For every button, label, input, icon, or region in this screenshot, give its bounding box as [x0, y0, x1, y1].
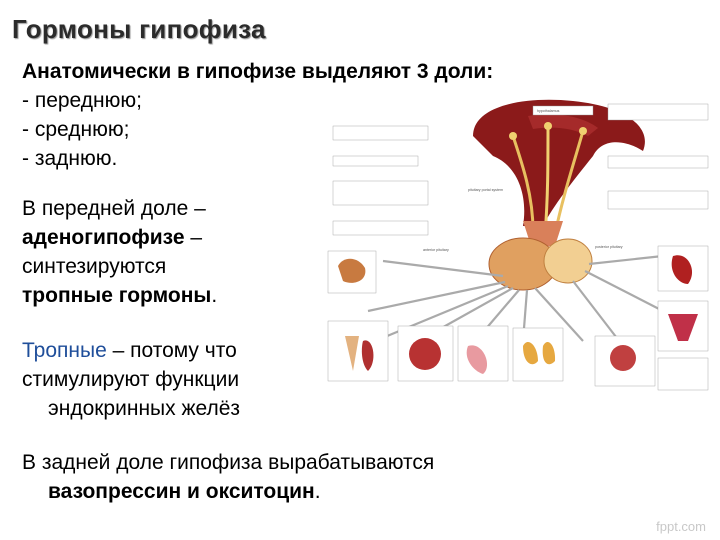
slide-title: Гормоны гипофиза: [12, 14, 266, 44]
watermark: fppt.com: [656, 519, 706, 534]
lobe-anterior: - переднюю;: [22, 89, 142, 112]
hormones-term: вазопрессин и окситоцин: [48, 480, 315, 503]
portal-system-label: pituitary portal system: [468, 188, 503, 192]
tropic-line-1: Тропные – потому что: [22, 339, 237, 362]
posterior-pituitary-shape: [543, 238, 593, 284]
anterior-line-2: аденогипофизе –: [22, 226, 203, 249]
posterior-line-1: В задней доле гипофиза вырабатываются: [22, 451, 435, 474]
tropic-line-2: стимулируют функции: [22, 368, 240, 391]
intro-text: Анатомически в гипофизе выделяют 3 доли:: [22, 60, 494, 83]
hypothalamus-label: hypothalamus: [537, 109, 560, 113]
lobe-posterior: - заднюю.: [22, 147, 118, 170]
hypothalamus-shape: [473, 99, 645, 226]
posterior-label: posterior pituitary: [595, 245, 623, 249]
adenohypophysis-term: аденогипофизе: [22, 226, 185, 249]
anterior-line-4: тропные гормоны.: [22, 284, 218, 307]
anterior-line-1: В передней доле –: [22, 197, 206, 220]
pituitary-diagram: hypothalamus pituitary portal system ant…: [323, 96, 716, 398]
tropic-word: Тропные: [22, 339, 107, 362]
tropic-hormones-term: тропные гормоны: [22, 284, 212, 307]
posterior-line-2: вазопрессин и окситоцин.: [48, 480, 321, 503]
anterior-label: anterior pituitary: [423, 248, 449, 252]
lobe-intermediate: - среднюю;: [22, 118, 130, 141]
tropic-line-3: эндокринных желёз: [48, 397, 241, 420]
anterior-line-3: синтезируются: [22, 255, 167, 278]
